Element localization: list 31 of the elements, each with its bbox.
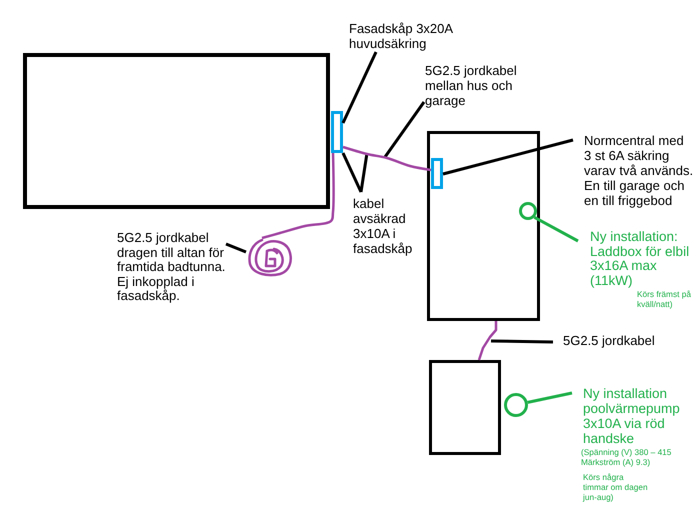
building-outline	[23, 53, 330, 209]
cable-line	[262, 152, 335, 240]
annotation-text: Ny installation: Laddbox för elbil 3x16A max (11kW)	[590, 230, 690, 288]
leader-line	[342, 152, 362, 193]
rectangle-marker-icon	[331, 111, 343, 153]
note-text: Körs främst på kväll/natt)	[637, 289, 692, 309]
note-text: Körs några timmar om dagen jun-aug)	[583, 472, 649, 502]
annotation-text: 5G2.5 jordkabel	[563, 333, 656, 348]
leader-line	[442, 138, 574, 176]
leader-line	[490, 340, 554, 344]
note-text: (Spänning (V) 380 – 415 Märkström (A) 9.3)	[581, 447, 672, 467]
annotation-text: Ny installation poolvärmepump 3x10A via röd handske	[583, 386, 681, 446]
annotation-text: Fasadskåp 3x20A huvudsäkring	[349, 21, 454, 51]
annotation-text: 5G2.5 jordkabel dragen till altan för framtida badtunna. Ej inkopplad i fasadskåp.	[117, 231, 226, 304]
leader-line	[527, 392, 572, 404]
leader-line	[384, 101, 426, 158]
building-outline	[429, 360, 501, 455]
annotation-text: kabel avsäkrad 3x10A i fasadskåp	[353, 196, 414, 256]
cable-line	[342, 146, 432, 172]
building-outline	[427, 131, 540, 321]
leader-line	[342, 51, 378, 124]
leader-line	[360, 152, 368, 192]
cable-coil-icon	[246, 238, 294, 278]
leader-line	[225, 242, 247, 254]
ring-icon	[519, 202, 537, 220]
rectangle-marker-icon	[431, 158, 443, 189]
annotation-text: Normcentral med 3 st 6A säkring varav två används. En till garage och en till friggebod	[584, 133, 694, 208]
annotation-text: 5G2.5 jordkabel mellan hus och garage	[425, 63, 518, 108]
leader-line	[534, 216, 579, 242]
ring-icon	[504, 393, 528, 417]
cable-line	[478, 321, 498, 360]
